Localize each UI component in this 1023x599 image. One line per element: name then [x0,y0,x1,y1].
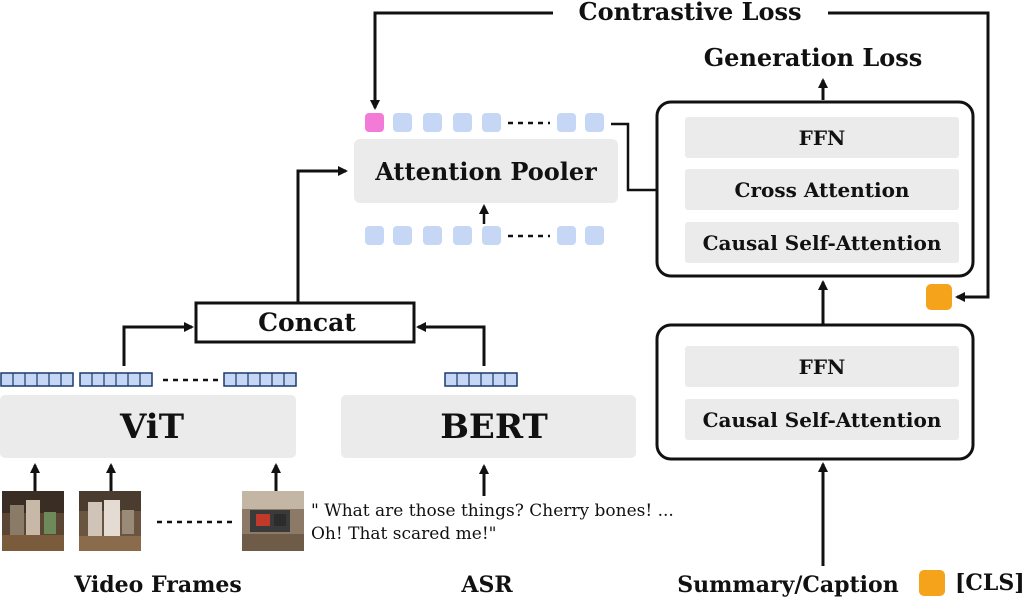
vit-label: ViT [119,407,184,447]
decoder-top-cross-attention-block [685,169,959,210]
vit-to-concat-arrow [122,322,194,366]
contrastive-token [365,113,384,132]
query-token [585,226,604,245]
bert-label: BERT [440,407,548,447]
video-frames-label: Video Frames [73,572,242,598]
pooler-to-cross-attention-arrow [611,122,680,195]
decoder-top-ffn-label: FFN [799,126,846,150]
concat-to-pooler-arrow [296,166,348,302]
pooled-token [482,113,501,132]
decoder-bottom-ffn-label: FFN [799,355,846,379]
concat-label: Concat [258,308,356,337]
video-frame-thumbnail [242,491,304,551]
patch-group [223,372,297,387]
generation-loss-label: Generation Loss [704,43,923,72]
query-token [482,226,501,245]
query-token [423,226,442,245]
query-token [365,226,384,245]
query-token [393,226,412,245]
decoder-top-cross-attention-label: Cross Attention [735,178,910,202]
summary-caption-label: Summary/Caption [677,572,898,598]
pooled-token [585,113,604,132]
decoder-bottom-ffn-block [685,346,959,387]
query-token-row [365,226,604,245]
decoder-bottom-causal-self-attention-label: Causal Self-Attention [703,408,942,432]
bert-text-tokens [444,372,518,387]
decoder-top-ffn-block [685,117,959,158]
asr-transcript-line2: Oh! That scared me!" [311,524,496,544]
video-frame-thumbnail [79,491,141,551]
cls-output-token [926,284,952,310]
patch-group [0,372,74,387]
query-token [557,226,576,245]
pooled-token [453,113,472,132]
pooled-token [557,113,576,132]
query-token [453,226,472,245]
vit-patch-tokens [0,372,297,387]
asr-label: ASR [460,572,513,598]
patch-group [79,372,153,387]
pooled-token [393,113,412,132]
pooled-token-row [365,113,604,132]
video-frame-thumbnail [2,491,64,551]
vit-encoder-block [0,395,296,458]
pooled-token [423,113,442,132]
bert-encoder-block [341,395,636,458]
decoder-top-causal-self-attention-label: Causal Self-Attention [703,231,942,255]
bert-to-concat-arrow [416,322,486,366]
decoder-top-causal-self-attention-block [685,222,959,263]
contrastive-loss-loop [370,11,990,302]
attention-pooler-block [354,139,618,203]
decoder-bottom-causal-self-attention-block [685,399,959,440]
cls-legend-swatch [919,570,945,596]
asr-transcript-line1: " What are those things? Cherry bones! .… [311,501,674,521]
cls-label: [CLS] [955,570,1023,596]
concat-block [194,301,416,344]
contrastive-loss-label: Contrastive Loss [578,0,801,26]
attention-pooler-label: Attention Pooler [374,157,597,186]
